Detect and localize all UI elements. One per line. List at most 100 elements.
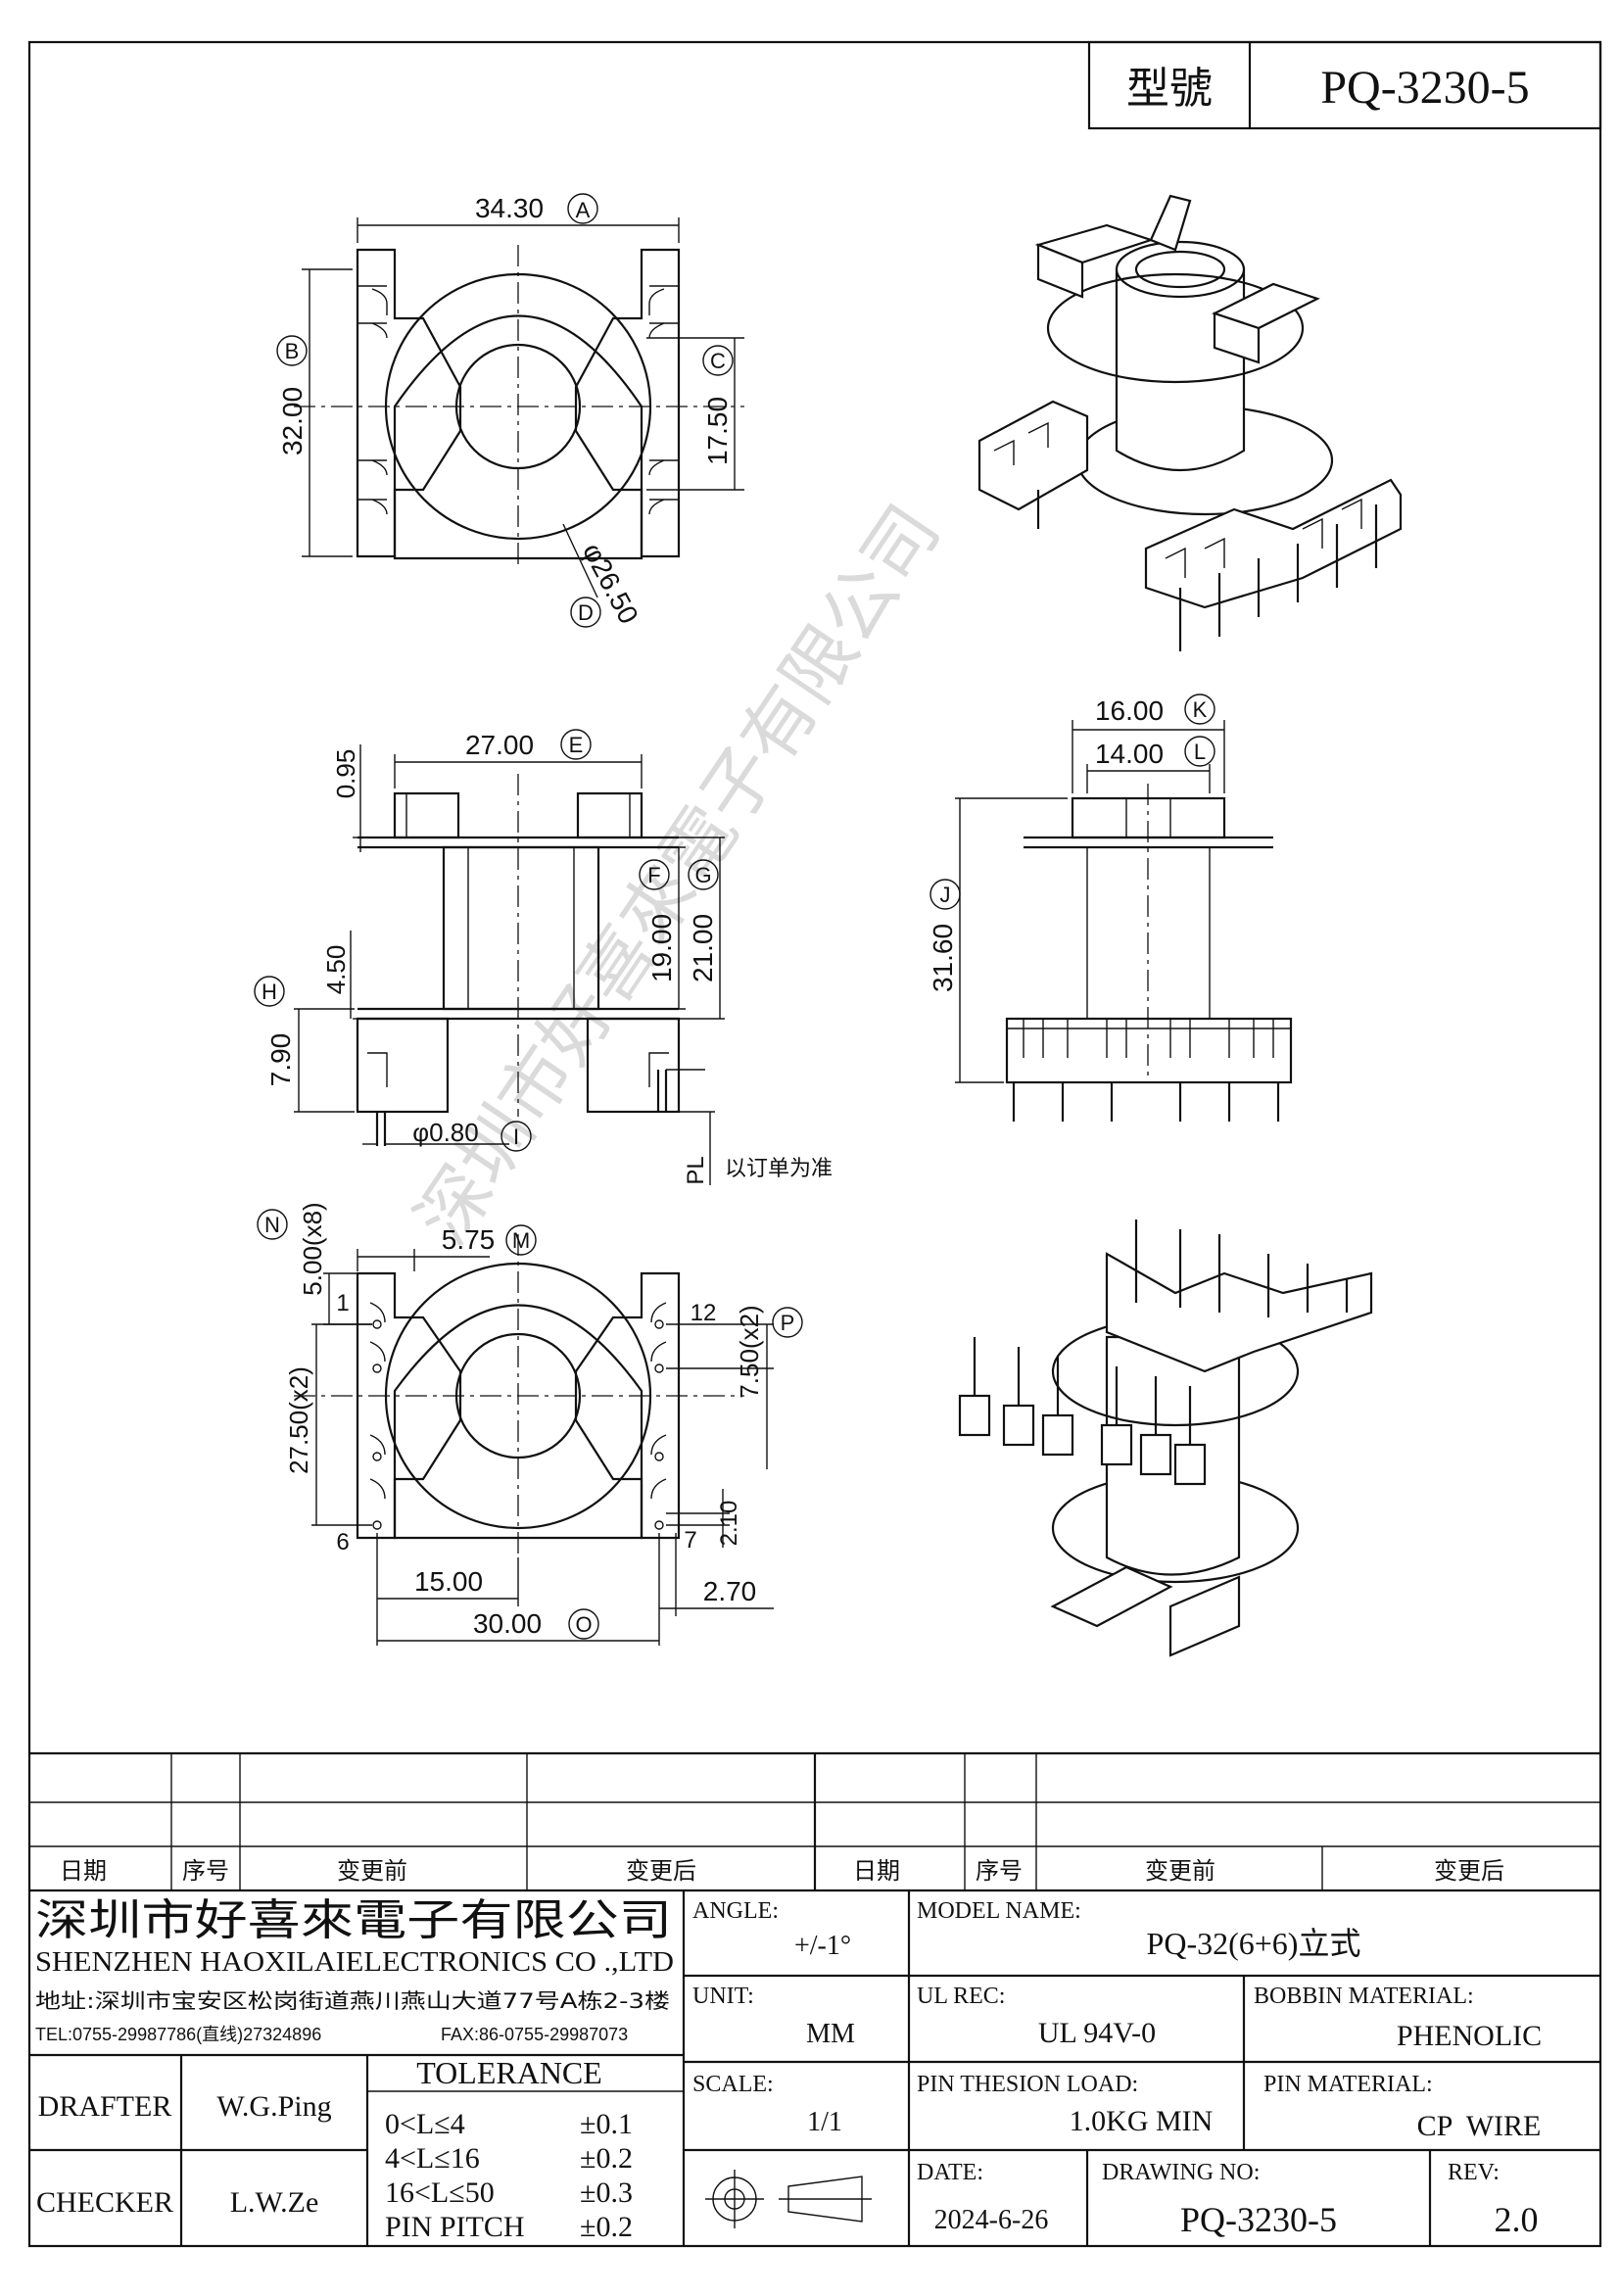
ul-rec-label: UL REC: bbox=[917, 1984, 1005, 2009]
tag-d: D bbox=[578, 600, 594, 625]
tolerance-range-3: 16<L≤50 bbox=[385, 2176, 495, 2209]
tag-p: P bbox=[781, 1311, 795, 1335]
tag-k: K bbox=[1193, 697, 1208, 722]
checker-label: CHECKER bbox=[36, 2186, 173, 2219]
tag-b: B bbox=[285, 339, 300, 363]
tag-a: A bbox=[576, 198, 591, 222]
bobbin-material-label: BOBBIN MATERIAL: bbox=[1254, 1984, 1474, 2009]
rev-header-after-right: 变更后 bbox=[1434, 1857, 1504, 1885]
dim-o: 30.00 bbox=[473, 1608, 542, 1639]
date-label: DATE: bbox=[917, 2160, 983, 2185]
dim-base-h: 4.50 bbox=[321, 945, 351, 995]
iso-view-bottom bbox=[958, 1220, 1373, 1657]
model-label: 型號 bbox=[1126, 64, 1213, 114]
dim-l: 14.00 bbox=[1095, 739, 1164, 769]
tolerance-range-1: 0<L≤4 bbox=[385, 2108, 465, 2140]
tag-h: H bbox=[262, 980, 277, 1004]
tag-c: C bbox=[710, 349, 726, 373]
rev-header-seq-right: 序号 bbox=[976, 1857, 1023, 1885]
drafter-value: W.G.Ping bbox=[216, 2090, 331, 2123]
rev-header-date-left: 日期 bbox=[60, 1857, 107, 1885]
tolerance-value-4: ±0.2 bbox=[580, 2211, 633, 2243]
dim-p: 7.50(x2) bbox=[735, 1305, 764, 1398]
company-address: 地址:深圳市宝安区松岗街道燕川燕山大道77号A栋2-3楼 bbox=[35, 1989, 670, 2013]
tag-j: J bbox=[940, 883, 951, 907]
model-name-value: PQ-32(6+6)立式 bbox=[1147, 1926, 1361, 1961]
dim-pl: PL bbox=[683, 1156, 709, 1184]
dim-m: 5.75 bbox=[442, 1224, 496, 1255]
rev-header-date-right: 日期 bbox=[853, 1857, 900, 1885]
pin-1-label: 1 bbox=[336, 1290, 349, 1316]
tag-f: F bbox=[647, 863, 660, 887]
tag-l: L bbox=[1194, 740, 1206, 764]
revision-table: 日期 序号 变更前 变更后 日期 序号 变更前 变更后 bbox=[29, 1751, 1600, 1892]
rev-header-after-left: 变更后 bbox=[626, 1857, 696, 1885]
dim-n: 5.00(x8) bbox=[298, 1202, 327, 1295]
drawing-no-label: DRAWING NO: bbox=[1102, 2160, 1260, 2185]
dim-k: 16.00 bbox=[1095, 695, 1164, 726]
drafter-label: DRAFTER bbox=[38, 2090, 172, 2123]
pin-12-label: 12 bbox=[691, 1300, 717, 1326]
tolerance-range-2: 4<L≤16 bbox=[385, 2142, 480, 2175]
rev-header-seq-left: 序号 bbox=[182, 1857, 229, 1885]
tag-m: M bbox=[512, 1228, 530, 1253]
tag-i: I bbox=[513, 1124, 519, 1149]
dim-pin-d: φ0.80 bbox=[412, 1118, 478, 1147]
pl-note: 以订单为准 bbox=[725, 1157, 833, 1181]
pin-material-value: CP WIRE bbox=[1417, 2110, 1542, 2142]
dim-g: 21.00 bbox=[688, 914, 718, 982]
pin-7-label: 7 bbox=[684, 1527, 696, 1554]
pin-load-value: 1.0KG MIN bbox=[1070, 2105, 1214, 2137]
tag-e: E bbox=[569, 733, 584, 757]
dim-q: 27.50(x2) bbox=[284, 1366, 313, 1474]
dim-b: 32.00 bbox=[277, 387, 308, 455]
date-value: 2024-6-26 bbox=[934, 2205, 1049, 2235]
model-value: PQ-3230-5 bbox=[1320, 62, 1529, 114]
front-view: 27.00 E 0.95 19.00 F 21.00 G 4.50 7.90 H bbox=[254, 729, 833, 1185]
dim-e: 27.00 bbox=[465, 730, 534, 760]
company-name-en: SHENZHEN HAOXILAIELECTRONICS CO .,LTD bbox=[35, 1947, 674, 1978]
tag-g: G bbox=[694, 863, 711, 887]
top-view: 34.30 A 32.00 B 17.50 C φ26.50 D bbox=[276, 193, 744, 629]
rev-header-before-right: 变更前 bbox=[1145, 1857, 1215, 1885]
dim-a: 34.30 bbox=[475, 193, 544, 223]
tolerance-value-1: ±0.1 bbox=[580, 2108, 633, 2140]
scale-label: SCALE: bbox=[692, 2072, 774, 2097]
title-block: 深圳市好喜來電子有限公司 SHENZHEN HAOXILAIELECTRONIC… bbox=[29, 1890, 1600, 2246]
rev-label: REV: bbox=[1448, 2160, 1500, 2185]
projection-symbol-icon bbox=[705, 2170, 872, 2228]
checker-value: L.W.Ze bbox=[230, 2186, 319, 2219]
ul-rec-value: UL 94V-0 bbox=[1038, 2017, 1156, 2049]
iso-view-top bbox=[977, 194, 1403, 651]
model-name-label: MODEL NAME: bbox=[917, 1898, 1081, 1924]
angle-label: ANGLE: bbox=[692, 1898, 779, 1924]
unit-value: MM bbox=[806, 2019, 855, 2049]
drawing-no-value: PQ-3230-5 bbox=[1180, 2200, 1337, 2239]
company-tel: TEL:0755-29987786(直线)27324896 bbox=[35, 2025, 321, 2044]
dim-t: 2.70 bbox=[703, 1576, 757, 1606]
tag-o: O bbox=[575, 1612, 592, 1637]
bobbin-material-value: PHENOLIC bbox=[1397, 2020, 1542, 2052]
dim-s: 15.00 bbox=[414, 1566, 483, 1597]
company-fax: FAX:86-0755-29987073 bbox=[441, 2025, 628, 2044]
sheet-border bbox=[27, 40, 1602, 2248]
dim-j: 31.60 bbox=[928, 924, 958, 992]
angle-value: +/-1° bbox=[794, 1931, 851, 1961]
pin-load-label: PIN THESION LOAD: bbox=[917, 2072, 1138, 2097]
pin-material-label: PIN MATERIAL: bbox=[1263, 2072, 1433, 2097]
bottom-view: 1 12 6 7 5.00(x8) N 5.75 M 27.50(x2) 7.5… bbox=[257, 1202, 803, 1646]
tolerance-value-3: ±0.3 bbox=[580, 2176, 633, 2209]
pin-6-label: 6 bbox=[336, 1529, 349, 1555]
tolerance-value-2: ±0.2 bbox=[580, 2142, 633, 2175]
scale-value: 1/1 bbox=[807, 2107, 842, 2137]
tag-n: N bbox=[264, 1213, 280, 1237]
dim-r: 2.10 bbox=[716, 1501, 742, 1547]
rev-value: 2.0 bbox=[1495, 2200, 1539, 2239]
dim-h: 7.90 bbox=[265, 1033, 296, 1087]
rev-header-before-left: 变更前 bbox=[337, 1857, 407, 1885]
dim-c: 17.50 bbox=[702, 397, 733, 465]
tolerance-range-4: PIN PITCH bbox=[385, 2211, 525, 2243]
model-box: 型號 PQ-3230-5 bbox=[1087, 40, 1602, 130]
unit-label: UNIT: bbox=[692, 1984, 754, 2009]
